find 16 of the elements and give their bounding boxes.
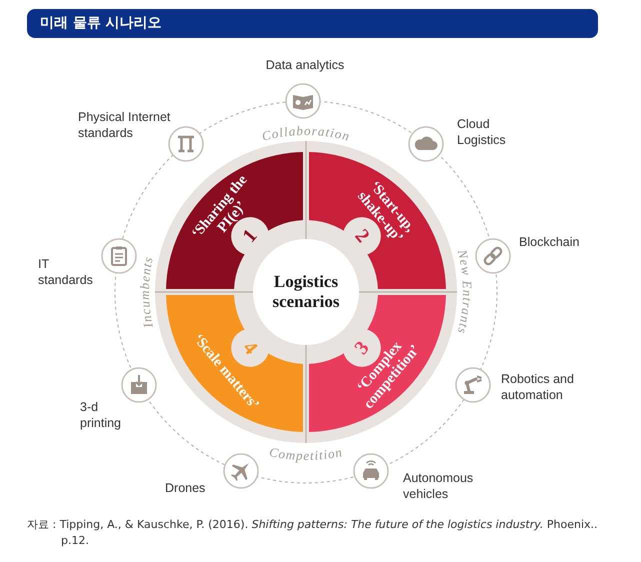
technology-label: Drones — [165, 480, 206, 496]
technology-label: Physical Internet standards — [78, 109, 172, 142]
technology-label: Robotics and automation — [501, 371, 575, 404]
technology-label: Data analytics — [265, 57, 345, 74]
source-note: 자료 : Tipping, A., & Kauschke, P. (2016). Shifting patterns: The future of the logistics industry. Phoenix.. p.12. — [27, 517, 599, 549]
scenario-number: 1 — [239, 226, 261, 246]
ring-label: Competition — [268, 444, 344, 464]
technology-label: Autonomous vehicles — [403, 470, 474, 502]
scenario-number: 4 — [239, 338, 261, 358]
title-text: 미래 물류 시나리오 — [40, 14, 162, 33]
technology-label: Cloud Logistics — [457, 116, 507, 148]
technology-label: 3-d printing — [80, 399, 122, 432]
technology-label: Blockchain — [519, 234, 580, 250]
ring-label: Collaboration — [260, 122, 352, 144]
center-title: Logistics scenarios — [272, 272, 340, 312]
technology-label: IT standards — [38, 256, 94, 288]
